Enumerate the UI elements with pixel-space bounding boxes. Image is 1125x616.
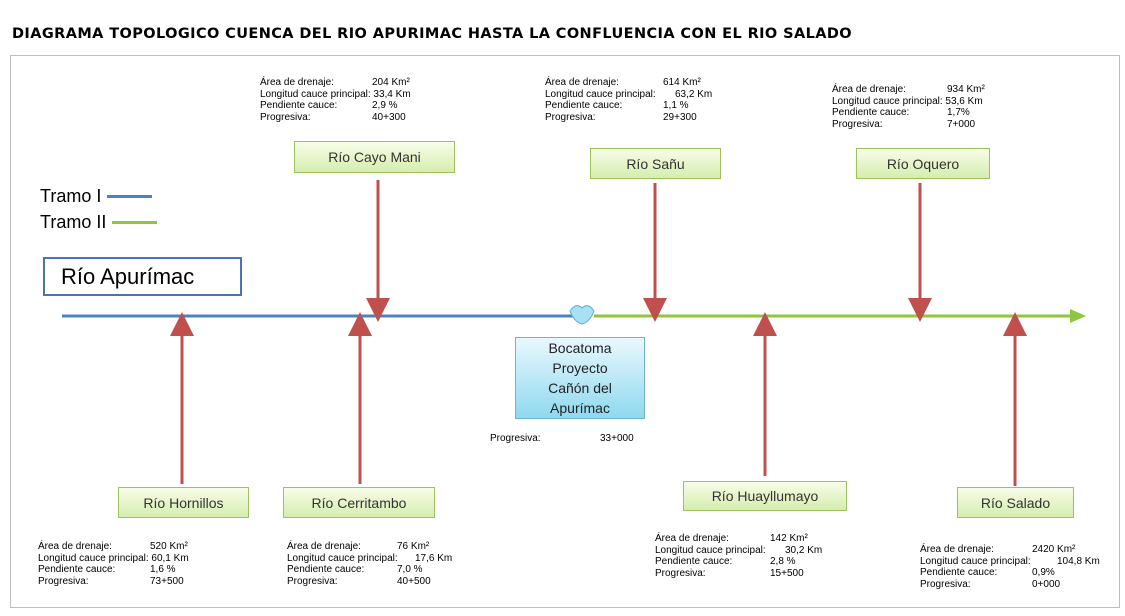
info-label: Pendiente cauce:: [260, 100, 338, 111]
legend-tramo-1: Tramo I: [40, 186, 153, 207]
info-value: 29+300: [663, 111, 697, 123]
info-value: 142 Km²: [770, 533, 808, 544]
info-value: 17,6 Km: [415, 552, 453, 564]
info-label: Área de drenaje:: [260, 77, 334, 88]
tributary-box-hornillos: Río Hornillos: [118, 487, 249, 518]
info-label: Pendiente cauce:: [655, 556, 733, 567]
info-value: 2,9 %: [372, 100, 398, 111]
tributary-box-oquero: Río Oquero: [856, 148, 990, 179]
info-value: 104,8 Km: [1057, 555, 1100, 567]
info-oquero: Área de drenaje: 934 Km² Longitud cauce p…: [832, 84, 985, 130]
intake-line-1: Bocatoma: [548, 340, 612, 356]
info-label: Progresiva:: [545, 111, 596, 123]
info-value: 520 Km²: [150, 541, 188, 552]
info-value: 7+000: [947, 118, 976, 130]
info-sanu: Área de drenaje: 614 Km² Longitud cauce p…: [545, 77, 712, 123]
info-label: Área de drenaje:: [38, 541, 112, 552]
intake-box: Bocatoma Proyecto Cañón del Apurímac: [515, 337, 645, 419]
info-label: Pendiente cauce:: [832, 107, 910, 118]
info-value: 204 Km²: [372, 77, 410, 88]
info-salado: Área de drenaje: 2420 Km² Longitud cauce …: [920, 544, 1100, 590]
intake-line-3: Cañón del: [548, 380, 612, 396]
info-value: 1,6 %: [150, 564, 176, 575]
info-label: Pendiente cauce:: [38, 564, 116, 575]
legend-tramo-1-label: Tramo I: [40, 186, 102, 206]
info-label: Área de drenaje:: [920, 544, 994, 555]
tributary-box-salado: Río Salado: [957, 487, 1074, 518]
tributary-box-cayo-mani: Río Cayo Mani: [294, 141, 455, 173]
legend-tramo-2-label: Tramo II: [40, 212, 107, 232]
info-label: Pendiente cauce:: [287, 564, 365, 575]
info-value: 2420 Km²: [1032, 544, 1076, 555]
info-value: 76 Km²: [397, 541, 430, 552]
info-huayllumayo: Área de drenaje: 142 Km² Longitud cauce p…: [655, 533, 822, 579]
info-label: Longitud cauce principal: 33,4 Km: [260, 88, 411, 100]
info-value: 0+000: [1032, 578, 1061, 590]
intake-line-2: Proyecto: [552, 360, 608, 376]
info-label: Área de drenaje:: [287, 541, 361, 552]
info-value: 63,2 Km: [675, 88, 713, 100]
intake-progresiva: Progresiva: 33+000: [490, 433, 634, 444]
info-value: 15+500: [770, 567, 804, 579]
main-river-label: Río Apurímac: [43, 257, 242, 296]
tributary-box-sanu: Río Sañu: [590, 148, 721, 179]
info-label: Progresiva:: [920, 578, 971, 590]
intake-line-4: Apurímac: [550, 400, 610, 416]
info-label: Progresiva:: [287, 575, 338, 587]
info-label: Pendiente cauce:: [545, 100, 623, 111]
info-label: Longitud cauce principal: 53,6 Km: [832, 95, 983, 107]
intake-progresiva-value: 33+000: [600, 433, 634, 444]
info-label: Área de drenaje:: [655, 533, 729, 544]
info-cayo-mani: Área de drenaje: 204 Km² Longitud cauce p…: [260, 77, 411, 123]
diagram-title: DIAGRAMA TOPOLOGICO CUENCA DEL RIO APURI…: [12, 26, 852, 42]
info-value: 40+300: [372, 111, 406, 123]
info-value: 1,7%: [947, 107, 970, 118]
info-label: Longitud cauce principal:: [920, 555, 1031, 567]
flow-direction-arrowhead: [1070, 309, 1086, 323]
info-value: 2,8 %: [770, 556, 796, 567]
info-label: Progresiva:: [38, 575, 89, 587]
info-value: 73+500: [150, 575, 184, 587]
intake-progresiva-label: Progresiva:: [490, 433, 541, 444]
info-value: 934 Km²: [947, 84, 985, 95]
info-value: 30,2 Km: [785, 544, 823, 556]
intake-icon: [569, 305, 595, 325]
info-label: Pendiente cauce:: [920, 567, 998, 578]
info-value: 614 Km²: [663, 77, 701, 88]
info-value: 1,1 %: [663, 100, 689, 111]
info-label: Longitud cauce principal:: [545, 88, 656, 100]
diagram-frame: [10, 55, 1120, 608]
tributary-box-huayllumayo: Río Huayllumayo: [683, 481, 847, 511]
legend-tramo-2-swatch: [112, 221, 158, 224]
info-label: Longitud cauce principal:: [287, 552, 398, 564]
tributary-box-cerritambo: Río Cerritambo: [283, 487, 435, 518]
info-value: 0,9%: [1032, 567, 1055, 578]
info-hornillos: Área de drenaje: 520 Km² Longitud cauce p…: [38, 541, 189, 587]
info-value: 7,0 %: [397, 564, 423, 575]
info-label: Área de drenaje:: [832, 84, 906, 95]
info-label: Progresiva:: [832, 118, 883, 130]
info-label: Longitud cauce principal:: [655, 544, 766, 556]
info-cerritambo: Área de drenaje: 76 Km² Longitud cauce pr…: [287, 541, 452, 587]
info-label: Longitud cauce principal: 60,1 Km: [38, 552, 189, 564]
info-label: Progresiva:: [655, 567, 706, 579]
info-label: Área de drenaje:: [545, 77, 619, 88]
info-label: Progresiva:: [260, 111, 311, 123]
legend-tramo-1-swatch: [107, 195, 153, 198]
legend-tramo-2: Tramo II: [40, 212, 158, 233]
info-value: 40+500: [397, 575, 431, 587]
